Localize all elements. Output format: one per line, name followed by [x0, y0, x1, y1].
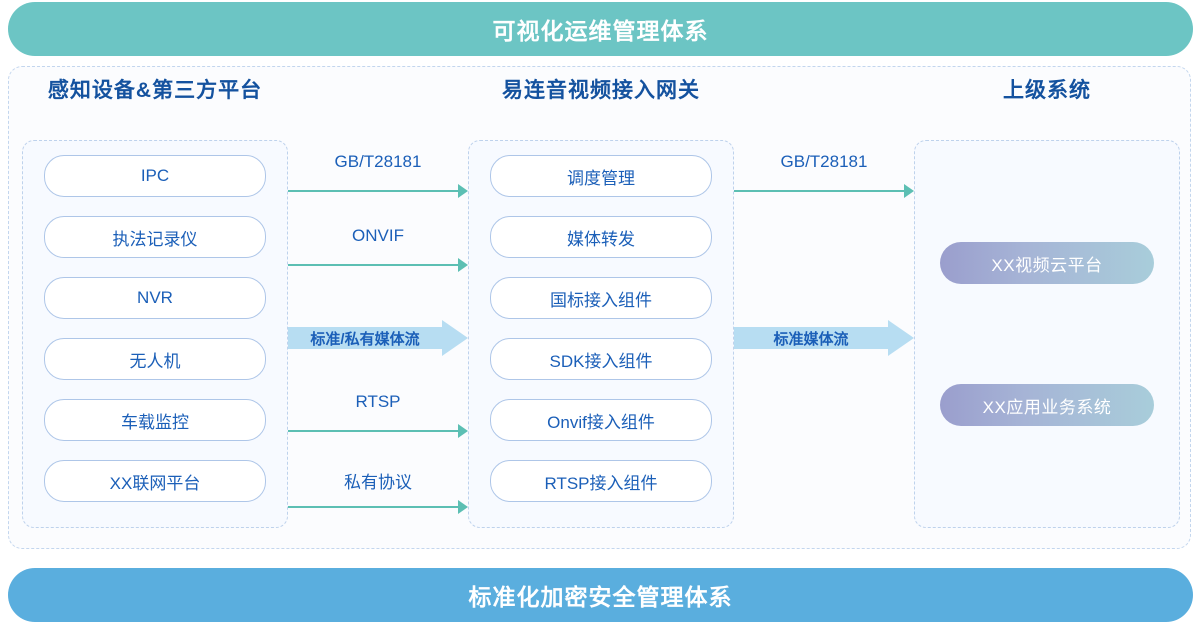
connector-label-standard-private-media: 标准/私有媒体流	[310, 330, 420, 348]
arrow-line	[734, 190, 905, 192]
column-upstream: 上级系统 XX视频云平台 XX应用业务系统	[914, 74, 1180, 528]
arrow-head-icon	[888, 320, 914, 356]
list-item[interactable]: NVR	[44, 277, 266, 319]
list-item[interactable]: XX应用业务系统	[940, 384, 1154, 426]
panel-upstream: XX视频云平台 XX应用业务系统	[914, 140, 1180, 528]
list-item[interactable]: 国标接入组件	[490, 277, 712, 319]
column-title-sensing: 感知设备&第三方平台	[47, 79, 263, 102]
arrow-body	[288, 327, 442, 349]
arrow-head-icon	[458, 500, 468, 514]
connector-label-private-protocol: 私有协议	[344, 473, 412, 492]
panel-gateway: 调度管理 媒体转发 国标接入组件 SDK接入组件 Onvif接入组件 RTSP接…	[468, 140, 734, 528]
arrow-head-icon	[458, 184, 468, 198]
arrow-line	[288, 190, 459, 192]
connector-block-arrow-standard-media: 标准媒体流	[734, 320, 914, 356]
panel-sensing: IPC 执法记录仪 NVR 无人机 车载监控 XX联网平台	[22, 140, 288, 528]
arrow-head-icon	[458, 424, 468, 438]
list-item[interactable]: 车载监控	[44, 399, 266, 441]
column-sensing: 感知设备&第三方平台 IPC 执法记录仪 NVR 无人机 车载监控 XX联网平台	[22, 74, 288, 528]
connector-label-gbt28181-left: GB/T28181	[334, 152, 422, 171]
arrow-line	[288, 430, 459, 432]
list-item[interactable]: XX视频云平台	[940, 242, 1154, 284]
top-banner: 可视化运维管理体系	[8, 2, 1193, 56]
bottom-banner-label: 标准化加密安全管理体系	[468, 584, 733, 610]
list-item[interactable]: IPC	[44, 155, 266, 197]
connector-label-rtsp: RTSP	[355, 392, 401, 411]
list-item[interactable]: 执法记录仪	[44, 216, 266, 258]
connector-arrow-onvif	[288, 254, 468, 276]
column-title-gateway: 易连音视频接入网关	[502, 79, 700, 102]
connector-arrow-gbt28181-left	[288, 180, 468, 202]
connector-arrow-private-protocol	[288, 496, 468, 518]
connector-arrow-rtsp	[288, 420, 468, 442]
top-banner-label: 可视化运维管理体系	[492, 18, 709, 44]
connector-arrow-gbt28181-right	[734, 180, 914, 202]
arrow-line	[288, 506, 459, 508]
list-item[interactable]: Onvif接入组件	[490, 399, 712, 441]
column-gateway: 易连音视频接入网关 调度管理 媒体转发 国标接入组件 SDK接入组件 Onvif…	[468, 74, 734, 528]
arrow-head-icon	[904, 184, 914, 198]
connector-label-gbt28181-right: GB/T28181	[780, 152, 868, 171]
list-item[interactable]: XX联网平台	[44, 460, 266, 502]
arrow-head-icon	[442, 320, 468, 356]
arrow-head-icon	[458, 258, 468, 272]
connector-label-onvif: ONVIF	[352, 226, 404, 245]
list-item[interactable]: SDK接入组件	[490, 338, 712, 380]
arrow-body	[734, 327, 888, 349]
list-item[interactable]: 无人机	[44, 338, 266, 380]
column-title-upstream: 上级系统	[1003, 79, 1091, 102]
list-item[interactable]: RTSP接入组件	[490, 460, 712, 502]
connector-block-arrow-standard-private-media: 标准/私有媒体流	[288, 320, 468, 356]
list-item[interactable]: 调度管理	[490, 155, 712, 197]
list-item[interactable]: 媒体转发	[490, 216, 712, 258]
connector-label-standard-media: 标准媒体流	[773, 330, 849, 348]
arrow-line	[288, 264, 459, 266]
bottom-banner: 标准化加密安全管理体系	[8, 568, 1193, 622]
